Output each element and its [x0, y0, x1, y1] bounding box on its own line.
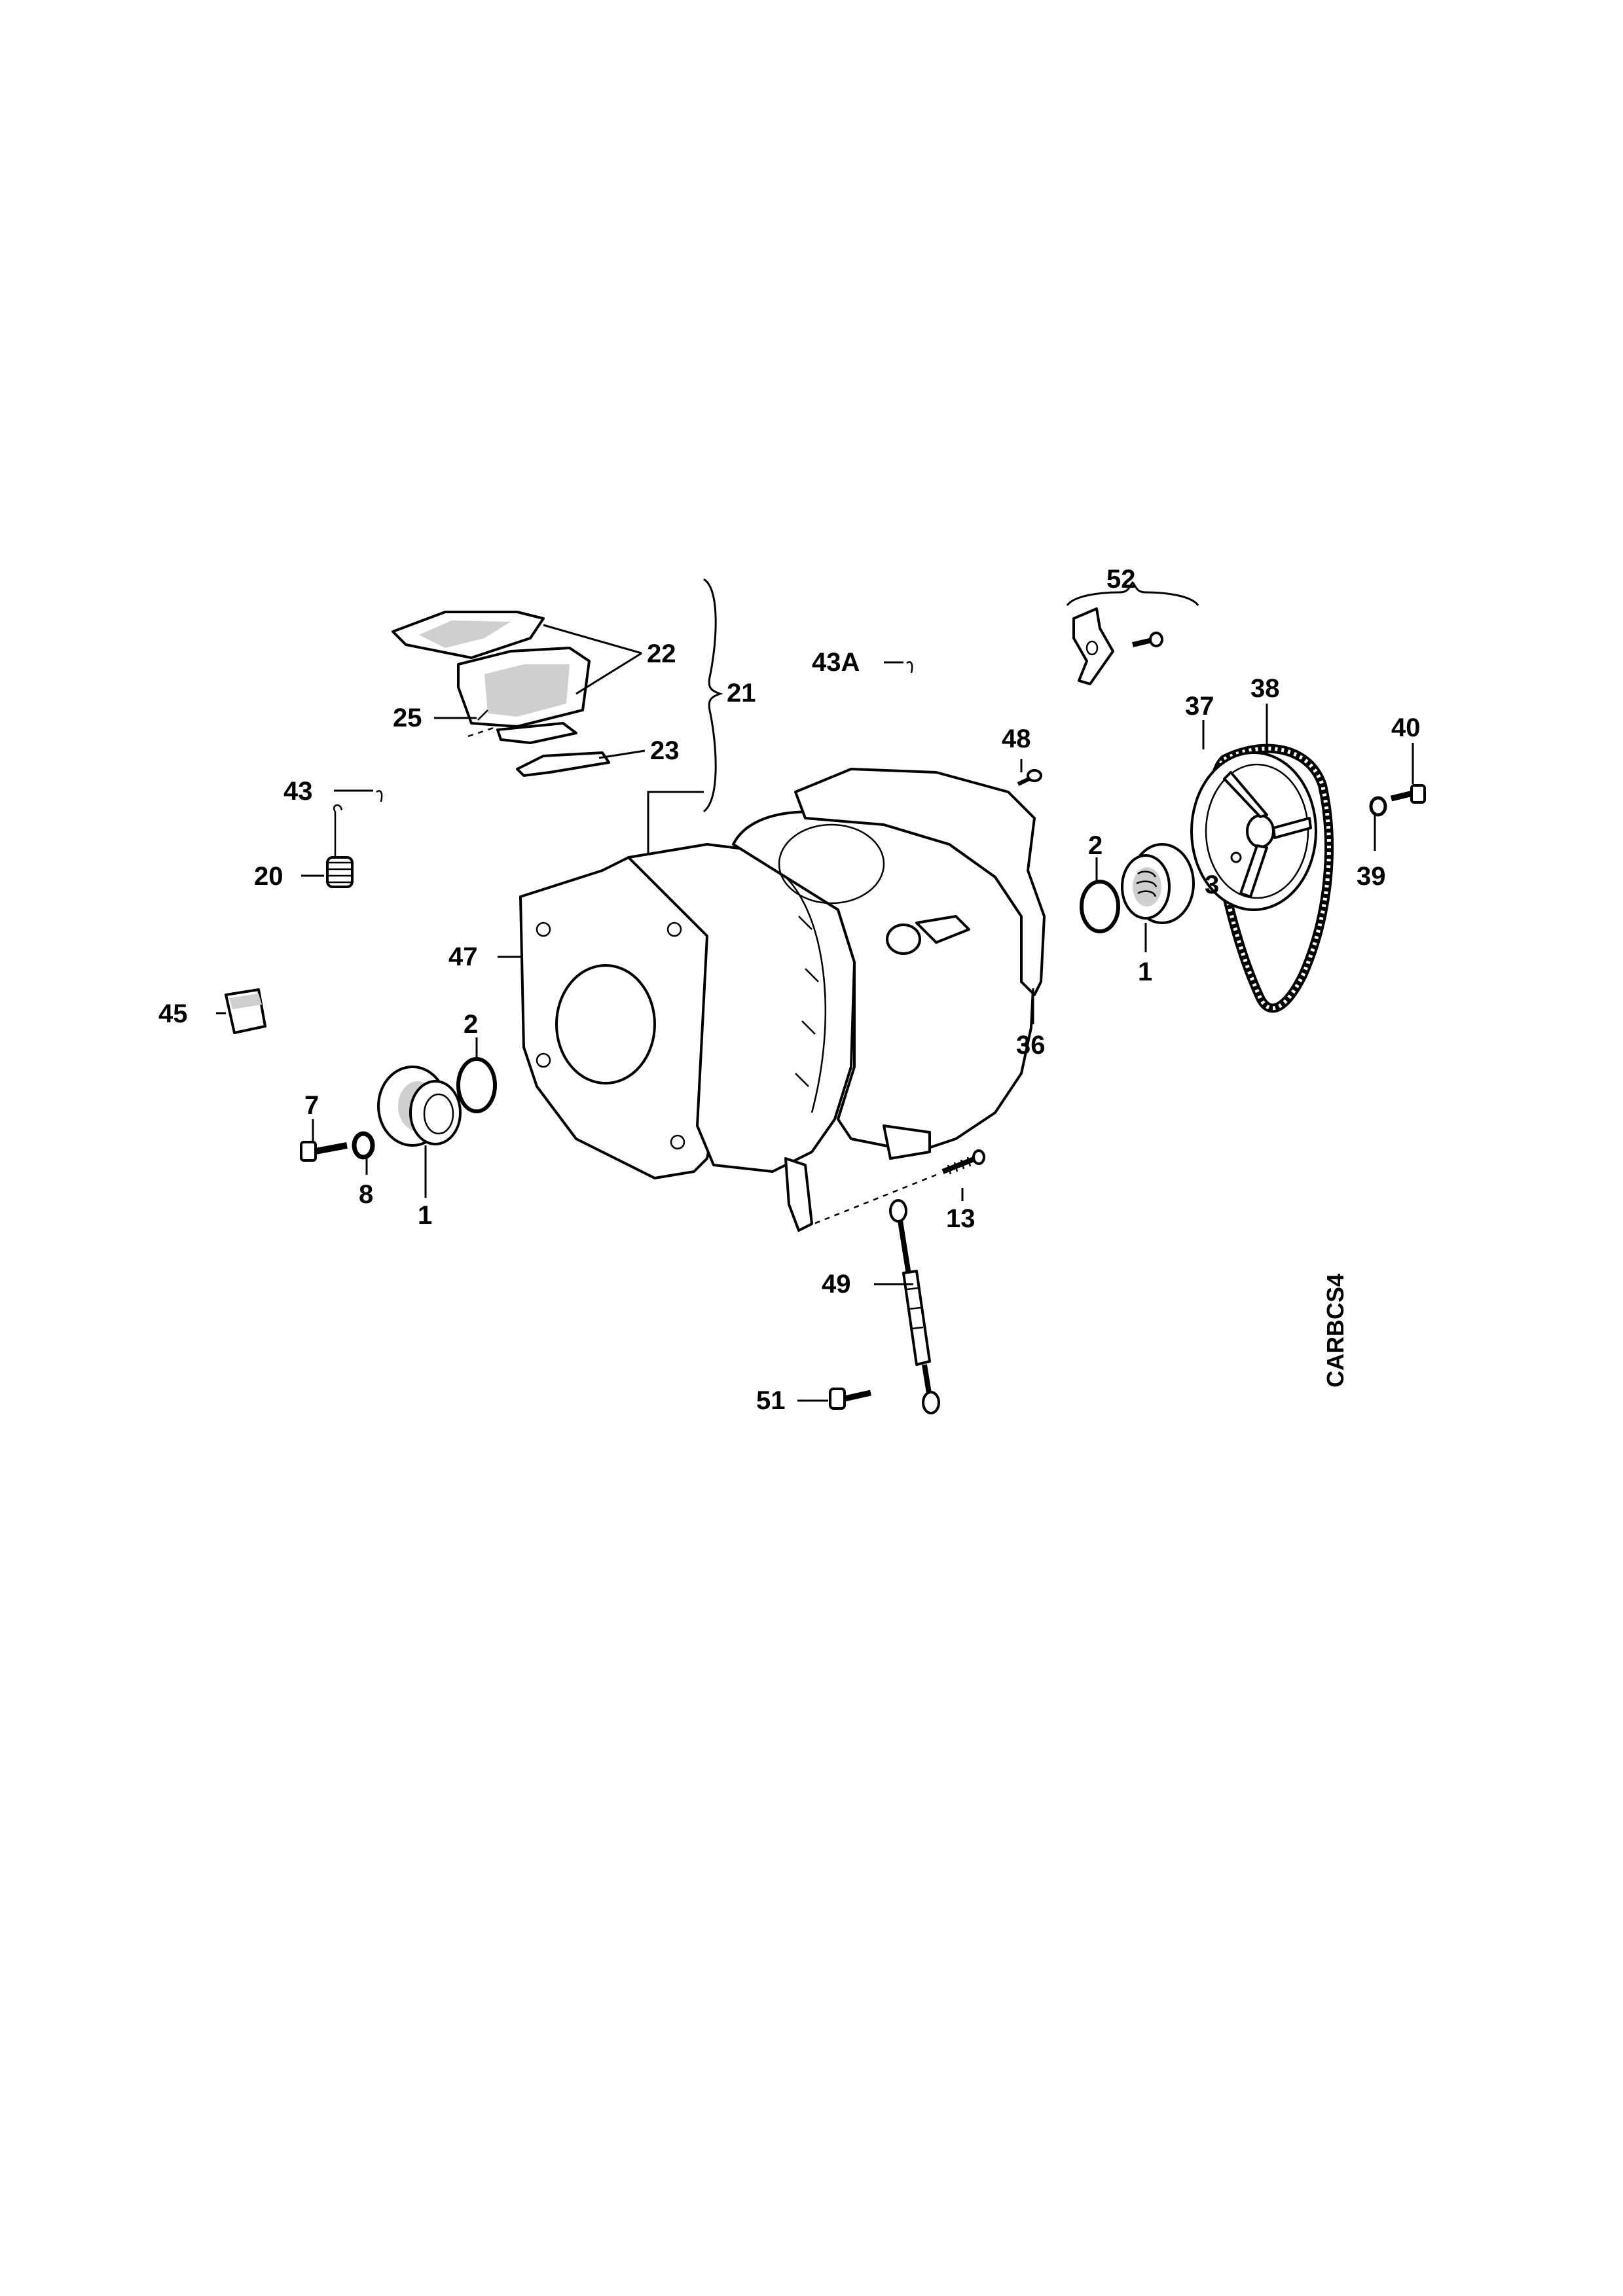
callout-47: 47	[448, 942, 478, 971]
part-2-o-ring-front	[456, 1057, 497, 1113]
part-45-pad	[225, 988, 266, 1034]
leader-lines	[216, 624, 1414, 1402]
callout-20: 20	[254, 862, 283, 891]
part-43-hook	[376, 790, 383, 802]
callout-22: 22	[647, 639, 676, 668]
callout-1-rear: 1	[1138, 958, 1152, 986]
part-48-screw	[1017, 769, 1042, 786]
callout-43a: 43A	[812, 648, 860, 677]
callout-37: 37	[1185, 692, 1214, 721]
part-2-o-ring-rear	[1080, 880, 1120, 933]
callout-25: 25	[393, 704, 422, 732]
part-40-screw	[1390, 784, 1426, 804]
callout-48: 48	[1002, 725, 1031, 753]
part-37-drum-pulley	[1190, 751, 1317, 911]
callout-23: 23	[650, 736, 680, 765]
callout-21: 21	[727, 679, 756, 708]
part-49-shock-absorber	[889, 1199, 940, 1414]
assembly-21-leader	[647, 791, 704, 854]
part-39-washer	[1369, 796, 1387, 817]
callout-45: 45	[158, 999, 188, 1028]
part-52-bracket-set	[1066, 581, 1199, 685]
callout-2-front: 2	[464, 1010, 478, 1039]
callout-39: 39	[1357, 862, 1386, 891]
part-43a-hook	[906, 661, 913, 673]
callout-8: 8	[359, 1180, 373, 1209]
dashed-leader-13	[805, 1174, 937, 1229]
part-25-clip	[467, 709, 498, 738]
callout-38: 38	[1250, 674, 1280, 703]
callout-43: 43	[283, 777, 313, 806]
part-8-washer	[352, 1131, 375, 1160]
callout-49: 49	[822, 1270, 851, 1299]
part-51-bolt	[829, 1388, 871, 1410]
callout-7: 7	[304, 1091, 319, 1120]
callout-13: 13	[946, 1204, 976, 1233]
part-22-filter-cover	[392, 611, 591, 744]
callout-51: 51	[756, 1386, 786, 1415]
callout-1-front: 1	[418, 1201, 432, 1230]
part-7-screw	[300, 1141, 348, 1162]
part-1-bearing-housing-front	[377, 1066, 462, 1147]
callout-3: 3	[1205, 870, 1219, 899]
part-1-bearing-housing-rear	[1121, 843, 1195, 924]
part-13-screw	[941, 1149, 985, 1175]
callout-52: 52	[1106, 565, 1136, 594]
brace-21	[702, 578, 723, 813]
part-36-tub-body	[732, 768, 1046, 1232]
part-23-seal-strip	[516, 751, 610, 777]
callout-2-rear: 2	[1088, 831, 1103, 860]
part-47-rear-tub-half	[519, 856, 715, 1179]
part-20-spring	[326, 804, 354, 888]
callout-40: 40	[1391, 713, 1421, 742]
callout-36: 36	[1016, 1031, 1046, 1060]
drawing-code: CARBCS4	[1322, 1274, 1349, 1388]
